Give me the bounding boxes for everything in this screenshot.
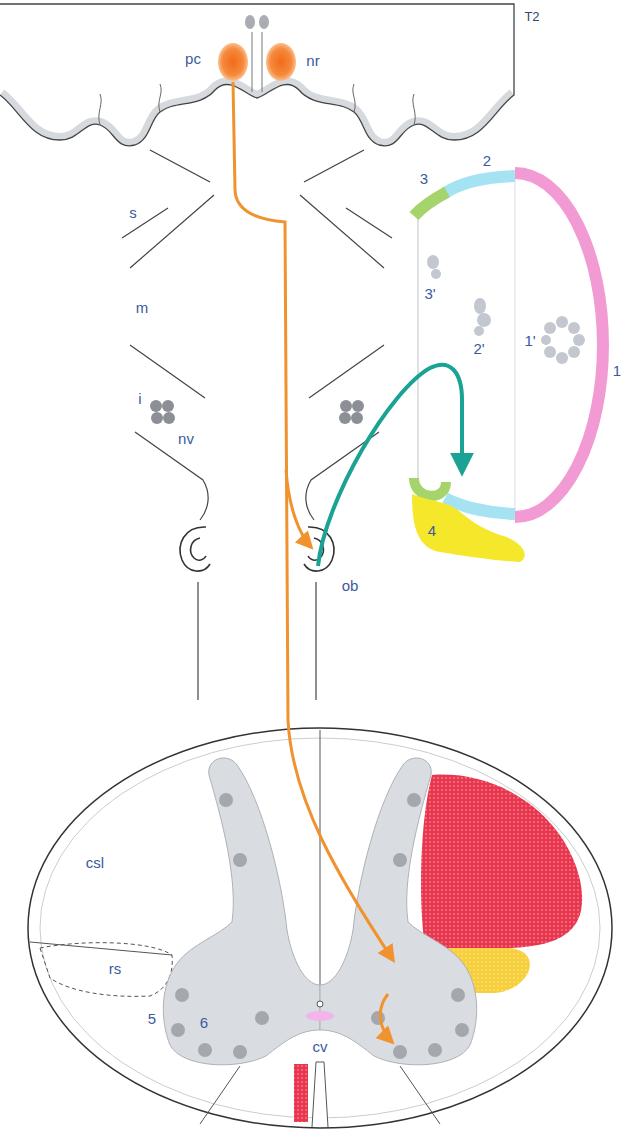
cerebellar-projection-arrow xyxy=(318,365,462,566)
vermis-zone-band xyxy=(515,173,603,517)
zone-number: 1 xyxy=(613,363,621,378)
divider-line xyxy=(514,176,515,514)
peduncle-edge xyxy=(304,150,364,182)
gray-matter-left xyxy=(163,758,320,1065)
section-fill xyxy=(0,4,514,146)
vestibular-nucleus xyxy=(150,400,175,424)
ventral-fissure xyxy=(312,1062,328,1127)
nucleus-number: 1' xyxy=(524,333,535,348)
medulla-edge xyxy=(197,582,198,700)
nucleus-number: 2' xyxy=(473,341,484,356)
cortex-band xyxy=(0,84,514,145)
midline-nucleus xyxy=(245,15,255,29)
nucleus-number: 5 xyxy=(148,1011,156,1026)
tract-path xyxy=(233,82,393,960)
tract-label: csl xyxy=(86,855,104,870)
brainstem-edge xyxy=(300,195,384,268)
lateral-band xyxy=(414,192,447,216)
midbrain-section xyxy=(0,4,514,146)
cord-outline xyxy=(28,728,612,1128)
gray-matter-right xyxy=(320,758,477,1065)
structure-label: m xyxy=(136,300,149,315)
central-canal xyxy=(317,1001,323,1007)
sulcus-lines xyxy=(99,84,415,125)
interposed-nucleus xyxy=(474,298,491,336)
structure-label: nv xyxy=(178,431,194,446)
fastigial-nucleus xyxy=(427,255,441,279)
spinal-cord-section xyxy=(28,728,612,1128)
olive-hook xyxy=(180,527,210,571)
structure-label: pc xyxy=(185,51,201,66)
midline-nucleus xyxy=(259,15,269,29)
structure-label: s xyxy=(129,205,137,220)
zone-number: 2 xyxy=(483,153,491,168)
ventral-tract-field xyxy=(294,1064,308,1122)
brainstem-left xyxy=(122,150,214,700)
motor-branch xyxy=(380,994,392,1042)
midline-lines xyxy=(252,32,262,92)
dentate-nucleus xyxy=(541,316,585,364)
lateral-band xyxy=(414,478,446,496)
rubrospinal-field xyxy=(421,775,582,948)
brainstem-edge xyxy=(122,208,168,238)
cerebellum-schema xyxy=(318,173,603,566)
red-nucleus xyxy=(218,43,248,81)
structure-label: ob xyxy=(342,578,359,593)
nucleus-number: 6 xyxy=(200,1015,208,1030)
nucleus-number: 3' xyxy=(424,286,435,301)
tract-label: rs xyxy=(109,961,122,976)
structure-label: cv xyxy=(313,1039,328,1054)
brainstem-edge xyxy=(346,208,392,238)
zone-number: 3 xyxy=(420,171,428,186)
brainstem-edge xyxy=(309,345,384,398)
brainstem-edge xyxy=(135,432,208,520)
rs-region xyxy=(40,943,172,997)
dorsal-septum xyxy=(320,730,321,985)
zone-number: 4 xyxy=(428,523,436,538)
vestibular-nucleus xyxy=(339,400,364,424)
rubrospinal-tract xyxy=(233,82,393,1042)
structure-label: nr xyxy=(306,53,319,68)
olive-branch xyxy=(286,470,311,547)
medulla-edge xyxy=(315,582,316,700)
brainstem-edge xyxy=(130,195,214,268)
peduncle-edge xyxy=(150,150,210,182)
structure-label: i xyxy=(138,391,141,406)
flocculus-zone xyxy=(412,494,525,562)
divider-line xyxy=(417,215,418,478)
gray-commissure xyxy=(306,1011,334,1021)
section-outline xyxy=(0,4,514,146)
red-nucleus xyxy=(266,43,296,81)
brainstem-edge xyxy=(306,432,379,520)
gray-matter xyxy=(163,758,476,1065)
paravermal-band xyxy=(445,176,515,193)
section-level: T2 xyxy=(524,10,539,23)
